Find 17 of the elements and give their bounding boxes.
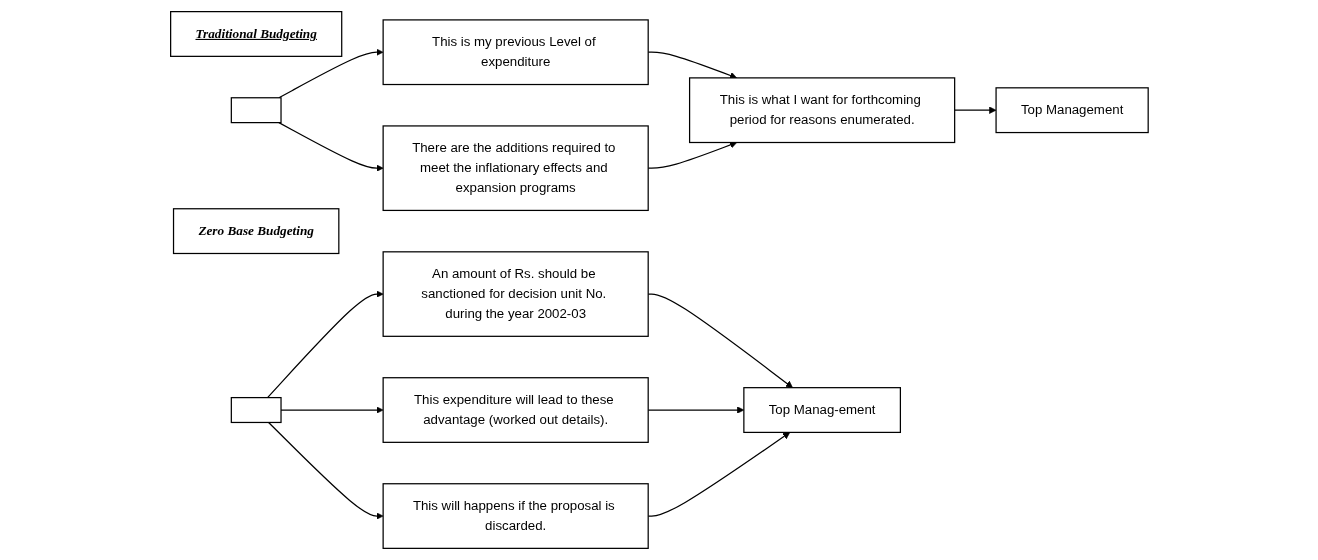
- node-box: This is my previous Level of expenditure: [382, 19, 649, 86]
- node-box: Top Manag-ement: [742, 387, 901, 433]
- arrow: [647, 293, 793, 388]
- node-box: Top Management: [995, 87, 1149, 134]
- arrow: [647, 141, 737, 169]
- node-box: An amount of Rs. should be sanctioned for decision unit No. during the year 2002-03: [382, 251, 649, 337]
- node-box: This expenditure will lead to these advantage (worked out details).: [382, 377, 649, 443]
- node-box: Zero Base Budgeting: [172, 208, 340, 255]
- arrow: [647, 432, 790, 517]
- node-box: [230, 397, 282, 424]
- arrow: [647, 51, 737, 79]
- node-box: There are the additions required to meet the inflationary effects and expansion programs: [382, 125, 649, 212]
- arrow: [647, 406, 744, 414]
- node-box: This is what I want for forthcoming period for reasons enumerated.: [688, 77, 955, 144]
- node-box: This will happens if the proposal is discarded.: [382, 483, 649, 549]
- node-box: [230, 97, 282, 124]
- node-box: Traditional Budgeting: [169, 11, 342, 57]
